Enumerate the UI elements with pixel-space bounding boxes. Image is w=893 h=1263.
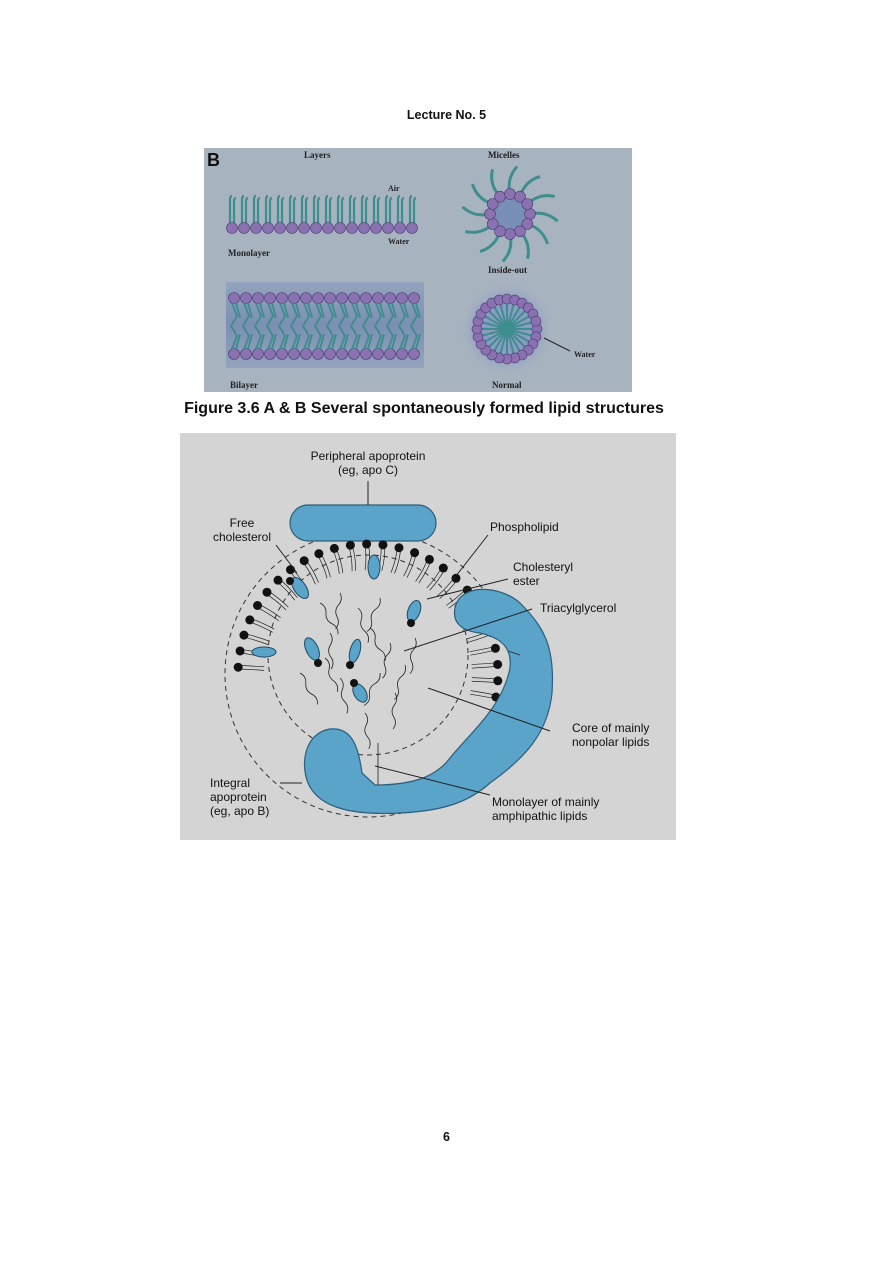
lipid-structures-figure: B Layers Micelles Air Water Monolayer In… [204,148,632,392]
label-peripheral-2: (eg, apo C) [338,463,398,477]
label-free-chol-1: Free [230,516,255,530]
core-outline [267,554,469,756]
label-phospholipid: Phospholipid [490,520,559,534]
label-water-right: Water [574,350,596,359]
bilayer-diagram [228,292,421,360]
label-layers: Layers [304,150,331,160]
label-core-1: Core of mainly [572,721,649,735]
water-pointer-line [543,337,571,352]
core-lipid-tails [299,592,417,749]
inside-out-micelle [461,165,559,263]
label-water-top: Water [388,237,410,246]
label-core-2: nonpolar lipids [572,735,649,749]
monolayer-diagram [226,194,418,234]
label-integral-3: (eg, apo B) [210,804,269,818]
label-free-chol-2: cholesterol [213,530,271,544]
lecture-header: Lecture No. 5 [406,108,487,122]
label-peripheral-1: Peripheral apoprotein [311,449,426,463]
lipoprotein-background [180,433,676,840]
label-bilayer: Bilayer [230,380,258,390]
label-integral-1: Integral [210,776,250,790]
pointer-lines [275,534,551,796]
label-chol-ester-1: Cholesteryl [513,560,573,574]
label-air: Air [388,184,400,193]
lipoprotein-figure: Peripheral apoprotein (eg, apo C) Free c… [180,433,676,840]
page-number: 6 [443,1130,450,1144]
integral-apoprotein [303,588,554,814]
label-inside-out: Inside-out [488,265,527,275]
label-integral-2: apoprotein [210,790,267,804]
label-normal: Normal [492,380,522,390]
label-chol-ester-2: ester [513,574,540,588]
figure-caption: Figure 3.6 A & B Several spontaneously f… [184,400,664,417]
peripheral-apoprotein [289,504,437,542]
label-micelles: Micelles [488,150,520,160]
phospholipid-arc [233,539,503,702]
label-monolayer-2: amphipathic lipids [492,809,587,823]
panel-letter: B [207,150,220,170]
label-monolayer: Monolayer [228,248,270,258]
cholesterol-heads [286,577,415,687]
label-triacylglycerol: Triacylglycerol [540,601,616,615]
label-monolayer-1: Monolayer of mainly [492,795,599,809]
normal-micelle [471,293,543,365]
